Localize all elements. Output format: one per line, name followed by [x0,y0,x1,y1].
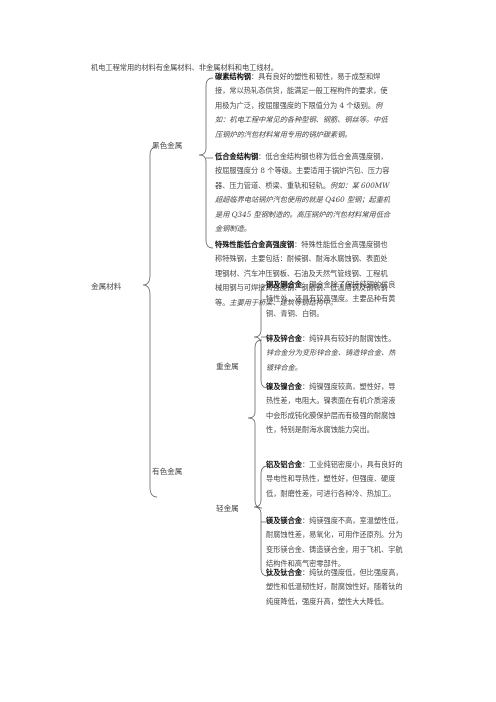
heavy-brace [253,284,269,389]
special-steel-body: ：特殊性能低合金高强度钢也称特殊钢，主要包括：耐候钢、耐海水腐蚀钢、表面处理钢材… [215,240,388,307]
copper-title: 铜及铜合金 [266,280,302,289]
nonferrous-label: 有色金属 [152,467,183,476]
carbon-steel-title: 碳素结构钢 [215,72,251,81]
copper-paragraph: 铜及铜合金：铜合金除了保持纯铜的优良特性外，还具有较高强度。主要品种有黄铜、青铜… [266,278,402,321]
low-alloy-steel-title: 低合金结构钢 [215,152,259,161]
special-steel-title: 特殊性能低合金高强度钢 [215,240,295,249]
zinc-body: ：纯锌具有较好的耐腐蚀性。 [301,334,396,343]
low-alloy-steel-example: 例如：某 600MW 超超临界电站锅炉汽包使用的就是 Q460 型钢；起重机是用… [215,180,391,234]
root-brace [142,146,158,498]
magnesium-title: 镁及镁合金 [266,516,302,525]
ferrous-label: 黑色金属 [152,141,183,150]
zinc-detail: 锌合金分为变形锌合金、铸造锌合金、热镀锌合金。 [266,348,396,372]
light-brace [253,465,269,577]
special-steel-paragraph: 特殊性能低合金高强度钢：特殊性能低合金高强度钢也称特殊钢，主要包括：耐候钢、耐海… [215,238,393,310]
zinc-title: 锌及锌合金 [266,334,302,343]
aluminum-title: 铝及铝合金 [266,460,302,469]
magnesium-body: ：纯镁强度不高，室温塑性低，耐腐蚀性差，易氧化，可用作还原剂。分为变形镁合金、铸… [266,516,403,569]
nonferrous-brace [247,339,263,509]
aluminum-paragraph: 铝及铝合金：工业纯铝密度小，具有良好的导电性和导热性，塑性好，但强度、硬度低，耐… [266,458,408,501]
low-alloy-steel-paragraph: 低合金结构钢：低合金结构钢也称为低合金高强度钢，按屈服强度分 8 个等级。主要适… [215,150,393,236]
nickel-body: ：纯镍强度较高，塑性好，导热性差，电阻大。镍表面在有机介质溶液中会形成钝化膜保护… [266,382,396,435]
carbon-steel-body: ：具有良好的塑性和韧性，易于成型和焊接，常以热轧态供货，能满足一般工程构件的要求… [215,72,388,110]
aluminum-body: ：工业纯铝密度小，具有良好的导电性和导热性，塑性好，但强度、硬度低，耐磨性差，可… [266,460,403,498]
titanium-body: ：纯钛的强度低，但比强度高，塑性和低温韧性好，耐腐蚀性好。随着钛的纯度降低，强度… [266,568,403,606]
carbon-steel-paragraph: 碳素结构钢：具有良好的塑性和韧性，易于成型和焊接，常以热轧态供货，能满足一般工程… [215,70,393,142]
ferrous-brace [198,77,214,249]
zinc-paragraph: 锌及锌合金：纯锌具有较好的耐腐蚀性。锌合金分为变形锌合金、铸造锌合金、热镀锌合金… [266,332,402,375]
copper-body: ：铜合金除了保持纯铜的优良特性外，还具有较高强度。主要品种有黄铜、青铜、白铜。 [266,280,396,318]
carbon-steel-example: 例如：机电工程中常见的各种型钢、钢筋、钢丝等。中低压钢炉的汽包材料常用专用的锅炉… [215,100,388,139]
intro-text: 机电工程常用的材料有金属材料、非金属材料和电工线材。 [91,63,278,72]
light-metal-label: 轻金属 [216,504,239,513]
heavy-metal-label: 重金属 [216,362,239,371]
magnesium-paragraph: 镁及镁合金：纯镁强度不高，室温塑性低，耐腐蚀性差，易氧化，可用作还原剂。分为变形… [266,514,408,572]
titanium-paragraph: 钛及钛合金：纯钛的强度低，但比强度高，塑性和低温韧性好，耐腐蚀性好。随着钛的纯度… [266,566,408,609]
nickel-title: 镍及镍合金 [266,382,302,391]
nickel-paragraph: 镍及镍合金：纯镍强度较高，塑性好，导热性差，电阻大。镍表面在有机介质溶液中会形成… [266,380,402,438]
low-alloy-steel-body: ：低合金结构钢也称为低合金高强度钢，按屈服强度分 8 个等级。主要适用于锅炉汽包… [215,152,390,190]
titanium-title: 钛及钛合金 [266,568,302,577]
root-label: 金属材料 [91,282,122,291]
special-steel-example: 主要用于桥梁、建筑等钢结构中。 [229,297,338,307]
